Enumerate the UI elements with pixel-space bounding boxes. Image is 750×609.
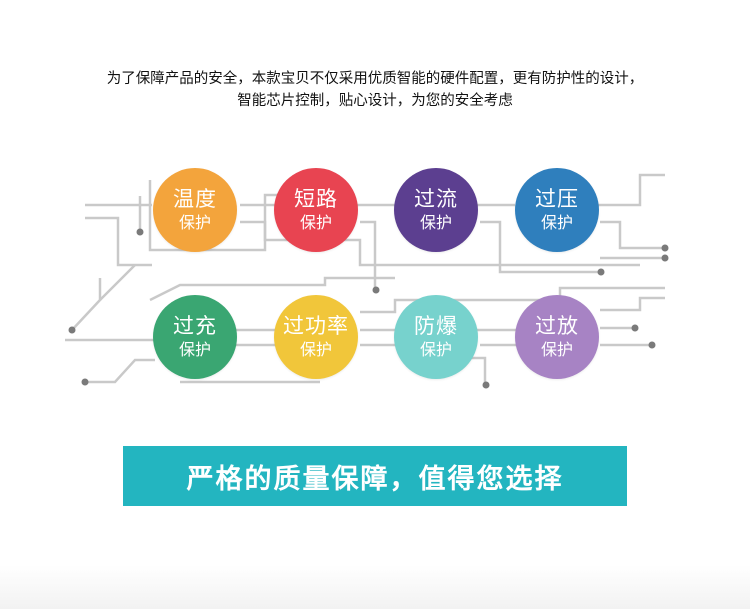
badge-subtitle: 保护	[299, 340, 332, 359]
badge-title: 过压	[535, 187, 579, 211]
badge-subtitle: 保护	[299, 213, 332, 232]
badge-subtitle: 保护	[178, 213, 211, 232]
badge-overvoltage-protection: 过压 保护	[515, 168, 599, 252]
intro-line-2: 智能芯片控制，贴心设计，为您的安全考虑	[237, 93, 513, 109]
badge-overcurrent-protection: 过流 保护	[394, 168, 478, 252]
badge-overcharge-protection: 过充 保护	[153, 295, 237, 379]
badge-subtitle: 保护	[419, 213, 452, 232]
badge-title: 防爆	[414, 314, 458, 338]
badge-title: 短路	[294, 187, 338, 211]
badge-overpower-protection: 过功率 保护	[274, 295, 358, 379]
badge-title: 过流	[414, 187, 458, 211]
badge-title: 温度	[173, 187, 217, 211]
badge-temperature-protection: 温度 保护	[153, 168, 237, 252]
intro-line-1: 为了保障产品的安全，本款宝贝不仅采用优质智能的硬件配置，更有防护性的设计，	[106, 71, 644, 87]
bottom-fade	[0, 565, 750, 609]
intro-text: 为了保障产品的安全，本款宝贝不仅采用优质智能的硬件配置，更有防护性的设计， 智能…	[0, 68, 750, 112]
badge-subtitle: 保护	[540, 213, 573, 232]
badge-overdischarge-protection: 过放 保护	[515, 295, 599, 379]
badge-subtitle: 保护	[178, 340, 211, 359]
badge-short-circuit-protection: 短路 保护	[274, 168, 358, 252]
badge-subtitle: 保护	[419, 340, 452, 359]
badge-explosion-proof-protection: 防爆 保护	[394, 295, 478, 379]
slogan-text: 严格的质量保障，值得您选择	[186, 463, 564, 495]
slogan-banner: 严格的质量保障，值得您选择	[123, 446, 627, 506]
badge-title: 过充	[173, 314, 217, 338]
badge-subtitle: 保护	[540, 340, 573, 359]
badge-title: 过功率	[283, 314, 349, 338]
badge-title: 过放	[535, 314, 579, 338]
